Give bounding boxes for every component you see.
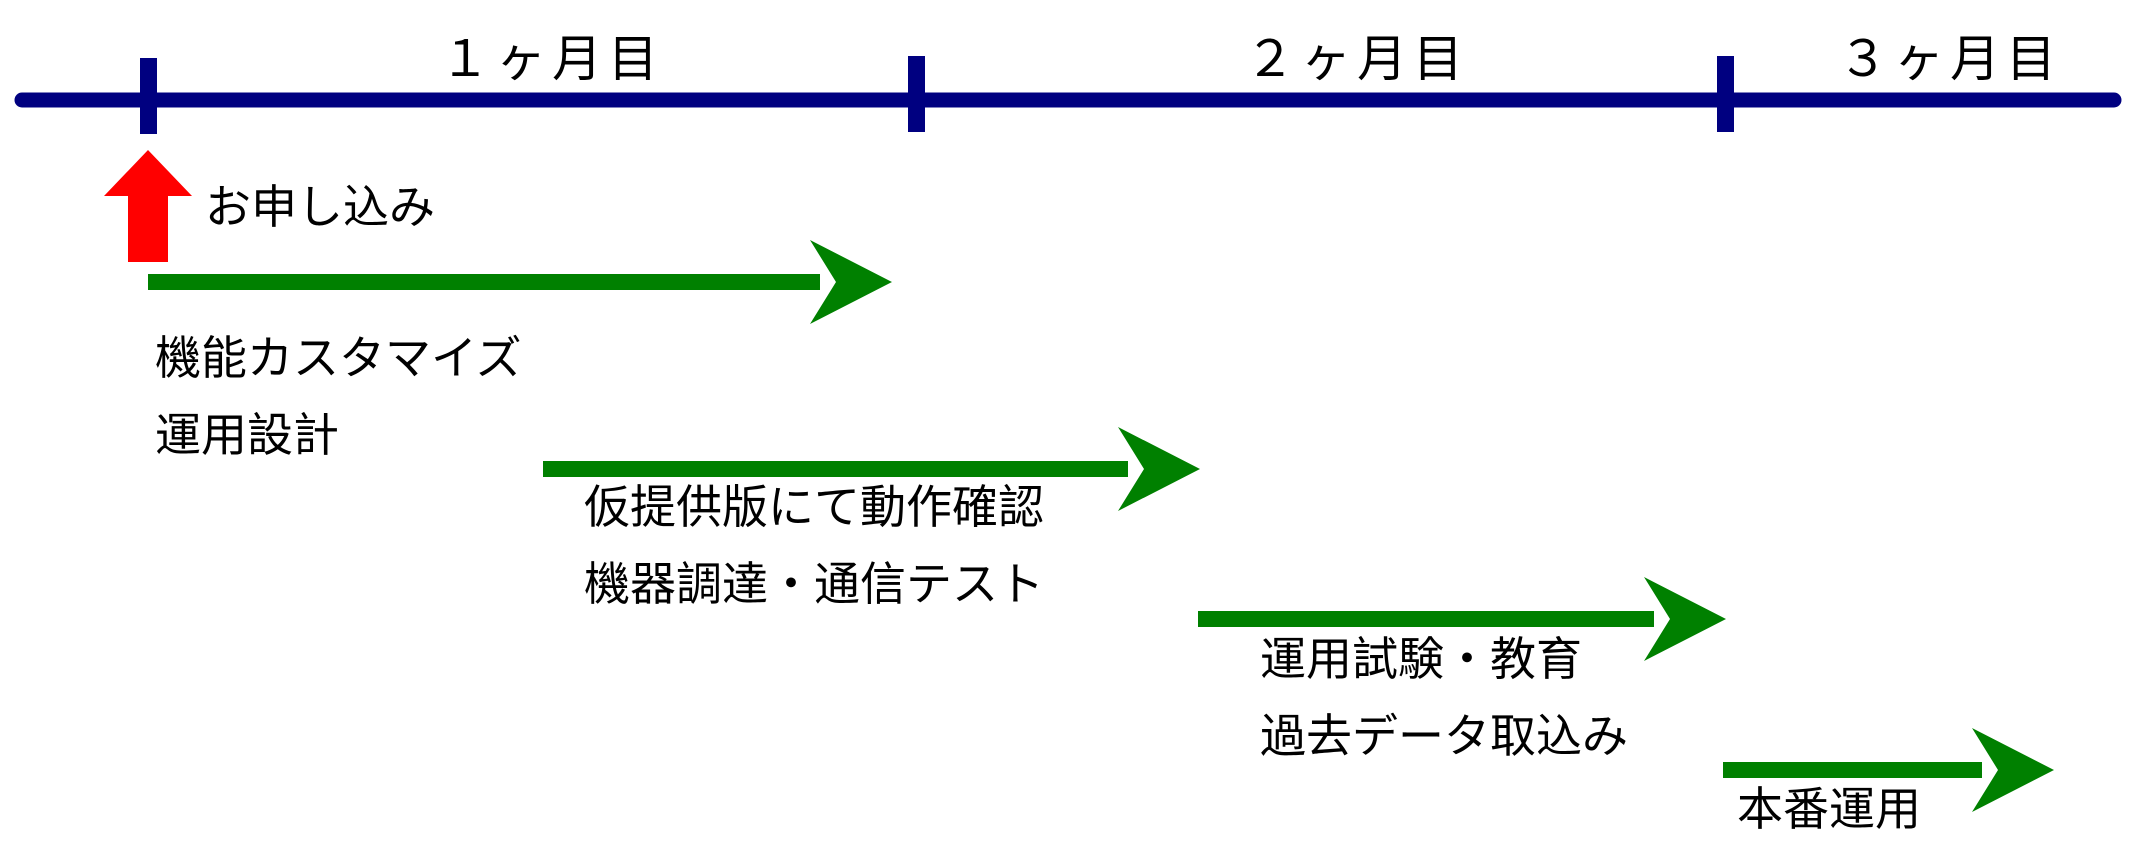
phase-arrow-4 — [1723, 728, 2054, 812]
month-label-3: ３ヶ月目 — [1838, 30, 2062, 88]
timeline-tick-month-2 — [1717, 56, 1734, 132]
phase-1-line-1: 機能カスタマイズ — [155, 331, 522, 385]
phase-2-line-1: 仮提供版にて動作確認 — [584, 480, 1044, 534]
phase-arrow-2 — [543, 427, 1200, 511]
month-label-1: １ヶ月目 — [440, 30, 664, 88]
month-label-2: ２ヶ月目 — [1245, 30, 1469, 88]
phase-2-line-2: 機器調達・通信テスト — [584, 557, 1044, 611]
phase-arrow-1 — [148, 240, 892, 324]
timeline-tick-start — [140, 58, 157, 134]
phase-3-line-1: 運用試験・教育 — [1260, 632, 1582, 686]
start-label: お申し込み — [205, 180, 435, 234]
start-arrow-icon — [104, 150, 192, 262]
phase-arrow-3 — [1198, 577, 1726, 661]
phase-1-line-2: 運用設計 — [155, 408, 339, 462]
phase-3-line-2: 過去データ取込み — [1260, 709, 1628, 763]
phase-4-line-1: 本番運用 — [1737, 782, 1921, 836]
timeline-tick-month-1 — [908, 56, 925, 132]
